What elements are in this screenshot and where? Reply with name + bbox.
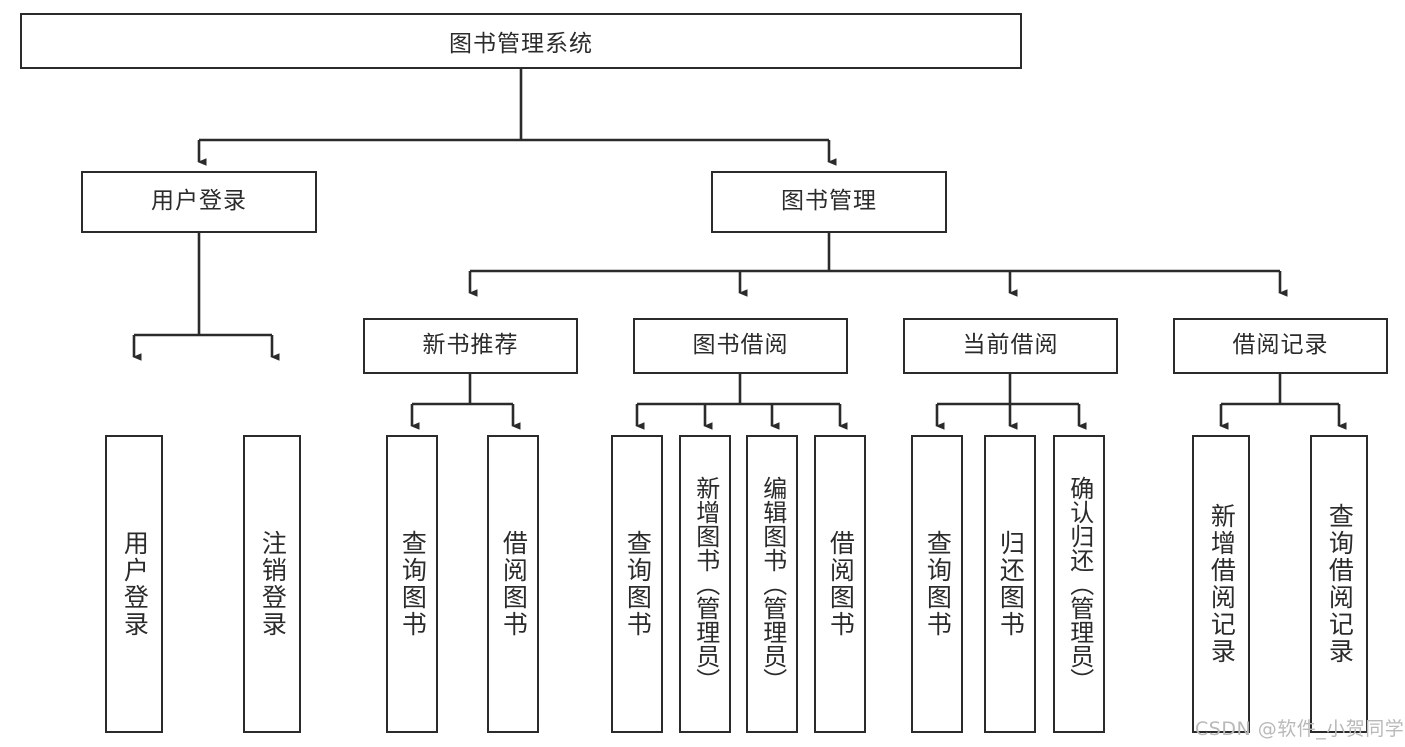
watermark-credit: CSDN @软件_小贺同学: [1195, 718, 1405, 740]
node-leaf-query-borrow-record[interactable]: 查询借阅记录: [1310, 435, 1368, 733]
node-leaf-return-book[interactable]: 归还图书: [984, 435, 1036, 733]
node-leaf-borrow-book-2[interactable]: 借阅图书: [814, 435, 866, 733]
node-leaf-logout[interactable]: 注销登录: [243, 435, 301, 733]
node-book-borrow[interactable]: 图书借阅: [633, 318, 848, 374]
node-leaf-user-login[interactable]: 用户登录: [105, 435, 163, 733]
node-new-book-recommend[interactable]: 新书推荐: [363, 318, 578, 374]
node-borrow-record[interactable]: 借阅记录: [1173, 318, 1388, 374]
node-book-management[interactable]: 图书管理: [711, 171, 947, 233]
node-leaf-edit-book-admin[interactable]: 编辑图书（管理员）: [746, 435, 798, 733]
node-leaf-add-book-admin[interactable]: 新增图书（管理员）: [679, 435, 731, 733]
node-current-borrow[interactable]: 当前借阅: [903, 318, 1118, 374]
node-leaf-borrow-book-1[interactable]: 借阅图书: [487, 435, 539, 733]
node-root-system[interactable]: 图书管理系统: [20, 13, 1022, 69]
node-user-login[interactable]: 用户登录: [81, 171, 317, 233]
node-leaf-confirm-return-admin[interactable]: 确认归还（管理员）: [1053, 435, 1105, 733]
node-leaf-query-book-2[interactable]: 查询图书: [611, 435, 663, 733]
node-leaf-add-borrow-record[interactable]: 新增借阅记录: [1192, 435, 1250, 733]
node-leaf-query-book-1[interactable]: 查询图书: [386, 435, 438, 733]
node-leaf-query-book-3[interactable]: 查询图书: [911, 435, 963, 733]
